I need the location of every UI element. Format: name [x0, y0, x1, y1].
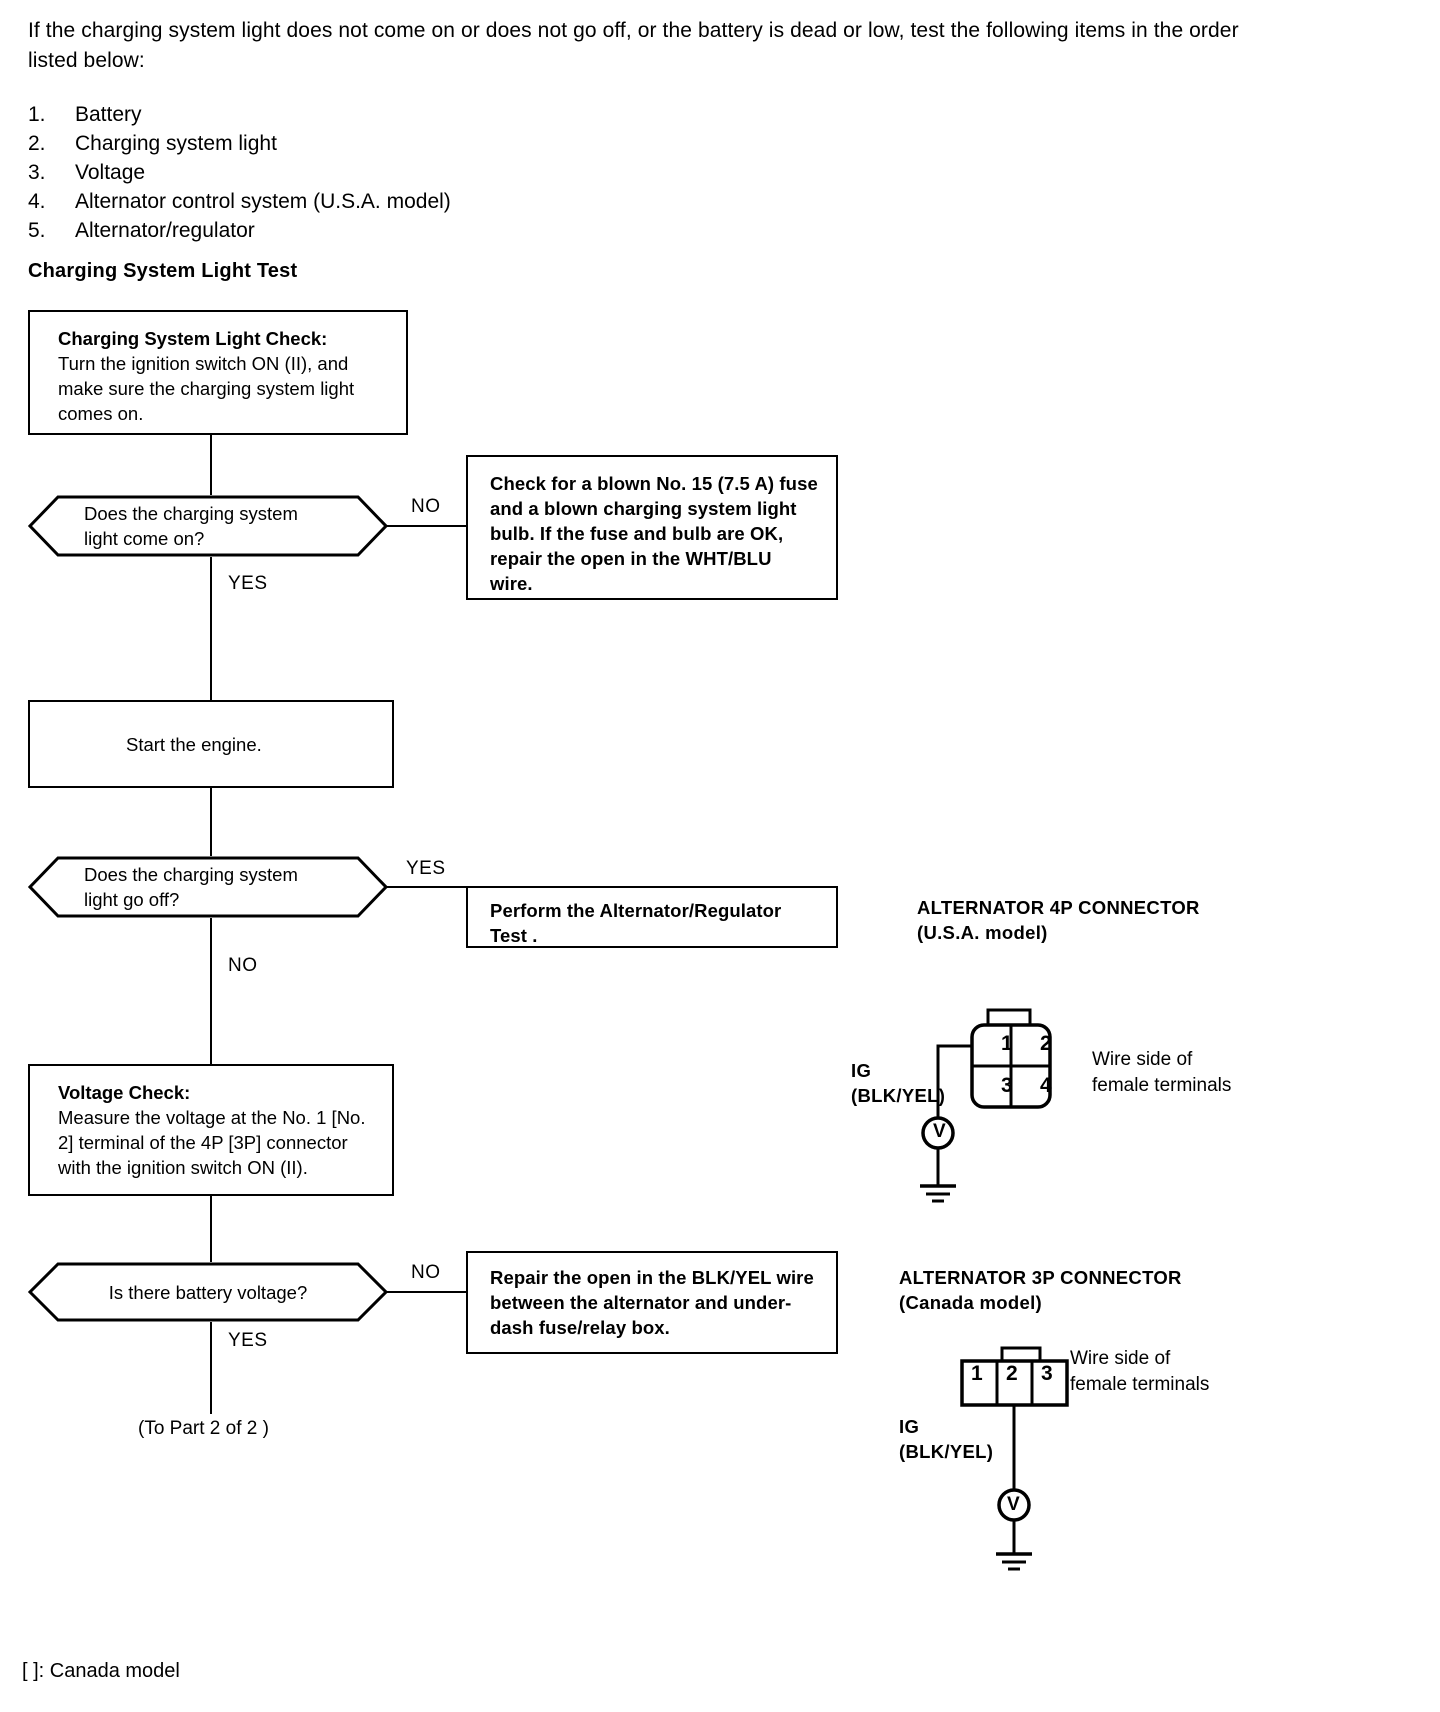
flow-connector-line: [210, 435, 212, 495]
connector-4p-diagram-icon: [920, 1008, 1052, 1203]
decision-text-line1: Does the charging system: [84, 864, 298, 885]
flow-box-voltage-check: Voltage Check: Measure the voltage at th…: [28, 1064, 394, 1196]
flow-box-title: Voltage Check:: [58, 1082, 191, 1103]
list-item: 5. Alternator/regulator: [28, 216, 728, 245]
section-heading: Charging System Light Test: [28, 260, 298, 282]
connector-3p-title: ALTERNATOR 3P CONNECTOR: [899, 1267, 1182, 1288]
flow-box-perform-alternator-regulator-test: Perform the Alternator/Regulator Test .: [466, 886, 838, 948]
connector-3p-side-note: Wire side of female terminals: [1070, 1346, 1209, 1398]
connector-4p-subtitle: (U.S.A. model): [917, 922, 1048, 943]
connector-4p-wire-label-line2: (BLK/YEL): [851, 1085, 946, 1106]
list-item-label: Alternator control system (U.S.A. model): [75, 190, 451, 213]
continuation-label: (To Part 2 of 2 ): [138, 1418, 269, 1439]
hexagon-shape: [28, 1262, 388, 1322]
flow-decision-battery-voltage: Is there battery voltage?: [28, 1262, 388, 1322]
connector-3p-terminal-1: 1: [971, 1362, 983, 1385]
flow-box-body: Check for a blown No. 15 (7.5 A) fuse an…: [490, 473, 818, 594]
flow-connector-line: [210, 557, 212, 700]
connector-4p-side-note-line1: Wire side of: [1092, 1049, 1193, 1070]
connector-4p-wire-label: IG (BLK/YEL): [851, 1058, 945, 1108]
flow-connector-line: [210, 1196, 212, 1262]
list-item-label: Charging system light: [75, 132, 277, 155]
edge-label-yes: YES: [406, 858, 446, 879]
flow-connector-line: [386, 525, 466, 527]
flow-connector-line: [210, 1322, 212, 1414]
connector-4p-title: ALTERNATOR 4P CONNECTOR: [917, 897, 1200, 918]
list-item-label: Alternator/regulator: [75, 219, 255, 242]
decision-text-line1: Is there battery voltage?: [108, 1281, 308, 1303]
flow-box-start-the-engine: Start the engine.: [28, 700, 394, 788]
flow-box-body: Start the engine.: [126, 733, 262, 755]
flow-decision-light-come-on: Does the charging system light come on?: [28, 495, 388, 557]
flow-box-repair-open-blk-yel: Repair the open in the BLK/YEL wire betw…: [466, 1251, 838, 1354]
connector-3p-subtitle: (Canada model): [899, 1292, 1042, 1313]
connector-4p-terminal-2: 2: [1040, 1032, 1052, 1055]
flow-box-title: Charging System Light Check:: [58, 328, 328, 349]
voltmeter-symbol-4p-icon: V: [933, 1121, 946, 1142]
test-items-list: 1. Battery 2. Charging system light 3. V…: [28, 100, 728, 245]
connector-3p-title-block: ALTERNATOR 3P CONNECTOR (Canada model): [899, 1265, 1182, 1315]
connector-4p-wire-label-line1: IG: [851, 1060, 872, 1081]
connector-3p-wire-label: IG (BLK/YEL): [899, 1414, 993, 1464]
list-item-label: Voltage: [75, 161, 146, 184]
connector-4p-side-note-line2: female terminals: [1092, 1075, 1232, 1096]
connector-4p-side-note: Wire side of female terminals: [1092, 1047, 1231, 1099]
edge-label-no: NO: [411, 1262, 441, 1283]
connector-3p-side-note-line1: Wire side of: [1070, 1348, 1171, 1369]
flow-box-body: Measure the voltage at the No. 1 [No. 2]…: [58, 1107, 366, 1178]
footnote-canada-model: [ ]: Canada model: [22, 1660, 180, 1682]
connector-4p-terminal-4: 4: [1040, 1074, 1052, 1097]
flow-box-charging-system-light-check: Charging System Light Check: Turn the ig…: [28, 310, 408, 435]
list-item-number: 2.: [28, 132, 46, 155]
connector-3p-diagram-icon: [960, 1346, 1069, 1571]
list-item-number: 5.: [28, 219, 46, 242]
flow-connector-line: [210, 788, 212, 856]
edge-label-no: NO: [228, 955, 258, 976]
connector-3p-terminal-3: 3: [1041, 1362, 1053, 1385]
connector-3p-side-note-line2: female terminals: [1070, 1374, 1210, 1395]
list-item-label: Battery: [75, 103, 142, 126]
connector-4p-terminal-1: 1: [1001, 1032, 1013, 1055]
connector-4p-title-block: ALTERNATOR 4P CONNECTOR (U.S.A. model): [917, 895, 1200, 945]
flow-connector-line: [386, 886, 466, 888]
hexagon-shape: [28, 856, 388, 918]
connector-3p-terminal-2: 2: [1006, 1362, 1018, 1385]
list-item: 4. Alternator control system (U.S.A. mod…: [28, 187, 728, 216]
flow-box-check-fuse-and-bulb: Check for a blown No. 15 (7.5 A) fuse an…: [466, 455, 838, 600]
flow-connector-line: [210, 918, 212, 1064]
flow-box-body: Repair the open in the BLK/YEL wire betw…: [490, 1267, 814, 1338]
hexagon-shape: [28, 495, 388, 557]
connector-4p-terminal-3: 3: [1001, 1074, 1013, 1097]
flow-box-body: Turn the ignition switch ON (II), and ma…: [58, 353, 355, 424]
list-item: 3. Voltage: [28, 158, 728, 187]
edge-label-yes: YES: [228, 573, 268, 594]
decision-text-line2: light go off?: [84, 889, 180, 910]
list-item: 1. Battery: [28, 100, 728, 129]
connector-3p-wire-label-line2: (BLK/YEL): [899, 1441, 994, 1462]
list-item-number: 3.: [28, 161, 46, 184]
list-item-number: 1.: [28, 103, 46, 126]
decision-text-line2: light come on?: [84, 528, 205, 549]
voltmeter-symbol-3p-icon: V: [1007, 1494, 1020, 1515]
list-item-number: 4.: [28, 190, 46, 213]
flow-box-body: Perform the Alternator/Regulator Test .: [490, 900, 782, 946]
list-item: 2. Charging system light: [28, 129, 728, 158]
intro-paragraph: If the charging system light does not co…: [28, 19, 1239, 72]
edge-label-no: NO: [411, 496, 441, 517]
edge-label-yes: YES: [228, 1330, 268, 1351]
decision-text-line1: Does the charging system: [84, 503, 298, 524]
connector-3p-wire-label-line1: IG: [899, 1416, 920, 1437]
flow-decision-light-go-off: Does the charging system light go off?: [28, 856, 388, 918]
flow-connector-line: [386, 1291, 466, 1293]
